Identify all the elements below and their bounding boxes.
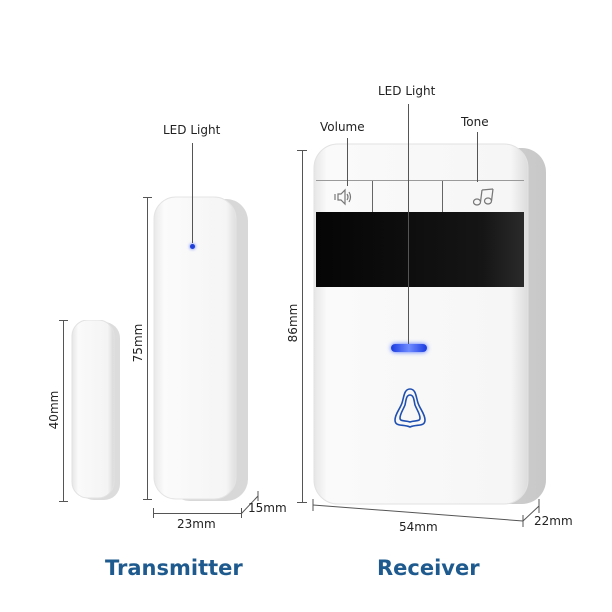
- sensor-depth-label: 15mm: [248, 501, 287, 515]
- receiver-led-bar: [391, 344, 427, 352]
- receiver-depth-label: 22mm: [534, 514, 573, 528]
- volume-leader: [347, 138, 348, 186]
- volume-button[interactable]: [316, 181, 373, 212]
- receiver-width-line: [312, 499, 540, 527]
- transmitter-title: Transmitter: [105, 556, 243, 580]
- middle-button[interactable]: [373, 181, 443, 212]
- magnet-height-label: 40mm: [47, 390, 61, 430]
- transmitter-led-dot: [190, 244, 195, 249]
- sensor-piece: [150, 195, 250, 505]
- tone-label: Tone: [461, 115, 489, 129]
- receiver-height-line: [302, 150, 303, 502]
- transmitter-led-leader: [192, 143, 193, 243]
- receiver-title: Receiver: [377, 556, 480, 580]
- sensor-depth-line: [240, 491, 259, 515]
- bell-icon: [394, 388, 426, 428]
- button-strip: [316, 180, 524, 212]
- receiver-led-leader: [408, 104, 409, 344]
- sensor-width-label: 23mm: [177, 517, 216, 531]
- sensor-width-line: [153, 513, 241, 514]
- receiver-height-label: 86mm: [286, 303, 300, 343]
- sensor-height-line: [147, 197, 148, 499]
- receiver-led-label: LED Light: [378, 84, 436, 98]
- magnet-piece: [70, 320, 122, 502]
- speaker-icon: [334, 188, 352, 205]
- volume-label: Volume: [320, 120, 365, 134]
- sensor-height-label: 75mm: [131, 323, 145, 363]
- transmitter-led-label: LED Light: [163, 123, 221, 137]
- receiver-width-label: 54mm: [399, 520, 438, 534]
- display-panel: [316, 212, 524, 287]
- music-note-icon: [472, 187, 494, 206]
- magnet-height-line: [63, 320, 64, 501]
- tone-button[interactable]: [443, 181, 524, 212]
- tone-leader: [477, 132, 478, 182]
